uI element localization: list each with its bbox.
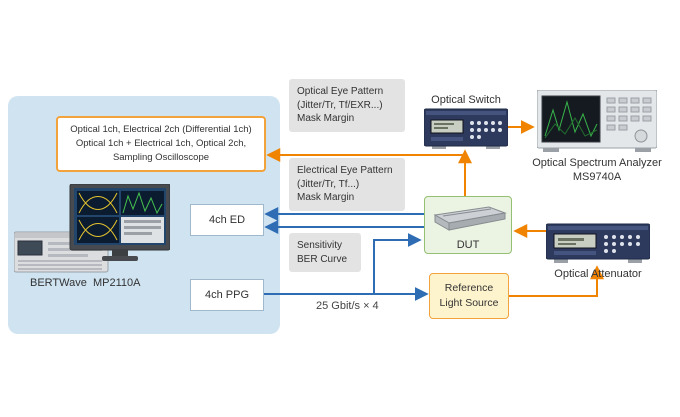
rls-label-line-1: Reference xyxy=(444,282,494,295)
bitrate-label: 25 Gbit/s × 4 xyxy=(316,300,379,312)
ed-box: 4ch ED xyxy=(190,204,264,236)
electrical-eye-line-2: (Jitter/Tr, Tf...) xyxy=(297,178,360,190)
ppg-label: 4ch PPG xyxy=(204,289,250,301)
dut-device-image xyxy=(433,206,507,231)
osa-label-line-1: Optical Spectrum Analyzer xyxy=(532,157,662,169)
electrical-eye-note: Electrical Eye Pattern (Jitter/Tr, Tf...… xyxy=(289,158,405,211)
sensitivity-line-1: Sensitivity xyxy=(297,240,343,251)
bertwave-mp2110a-image xyxy=(14,184,170,273)
oscilloscope-config-box: Optical 1ch, Electrical 2ch (Differentia… xyxy=(56,116,266,172)
optical-attenuator-image xyxy=(546,223,650,263)
ed-label: 4ch ED xyxy=(208,214,246,226)
optical-spectrum-analyzer-image xyxy=(537,90,657,152)
electrical-eye-line-3: Mask Margin xyxy=(297,192,355,203)
bertwave-label: BERTWave MP2110A xyxy=(30,277,141,289)
optical-switch-image xyxy=(424,108,508,149)
config-line-2: Optical 1ch + Electrical 1ch, Optical 2c… xyxy=(75,137,247,149)
optical-eye-line-1: Optical Eye Pattern xyxy=(297,86,384,97)
ppg-box: 4ch PPG xyxy=(190,279,264,311)
config-line-1: Optical 1ch, Electrical 2ch (Differentia… xyxy=(70,123,252,135)
optical-eye-note: Optical Eye Pattern (Jitter/Tr, Tf/EXR..… xyxy=(289,79,405,132)
reference-light-source-box: Reference Light Source xyxy=(429,273,509,319)
rls-label-line-2: Light Source xyxy=(439,297,499,309)
optical-eye-line-3: Mask Margin xyxy=(297,113,355,124)
sensitivity-line-2: BER Curve xyxy=(297,253,348,265)
dut-label: DUT xyxy=(456,239,480,251)
osa-label: Optical Spectrum Analyzer MS9740A xyxy=(527,156,667,185)
config-line-3: Sampling Oscilloscope xyxy=(112,152,210,164)
sensitivity-note: Sensitivity BER Curve xyxy=(289,233,361,272)
dut-box: DUT xyxy=(424,196,512,254)
arrow-ppg-to-dut xyxy=(373,233,422,294)
optical-attenuator-label: Optical Attenuator xyxy=(554,268,642,280)
electrical-eye-line-1: Electrical Eye Pattern xyxy=(297,165,393,176)
optical-switch-label: Optical Switch xyxy=(431,94,501,106)
osa-label-line-2: MS9740A xyxy=(572,171,622,184)
optical-eye-line-2: (Jitter/Tr, Tf/EXR...) xyxy=(297,99,383,111)
